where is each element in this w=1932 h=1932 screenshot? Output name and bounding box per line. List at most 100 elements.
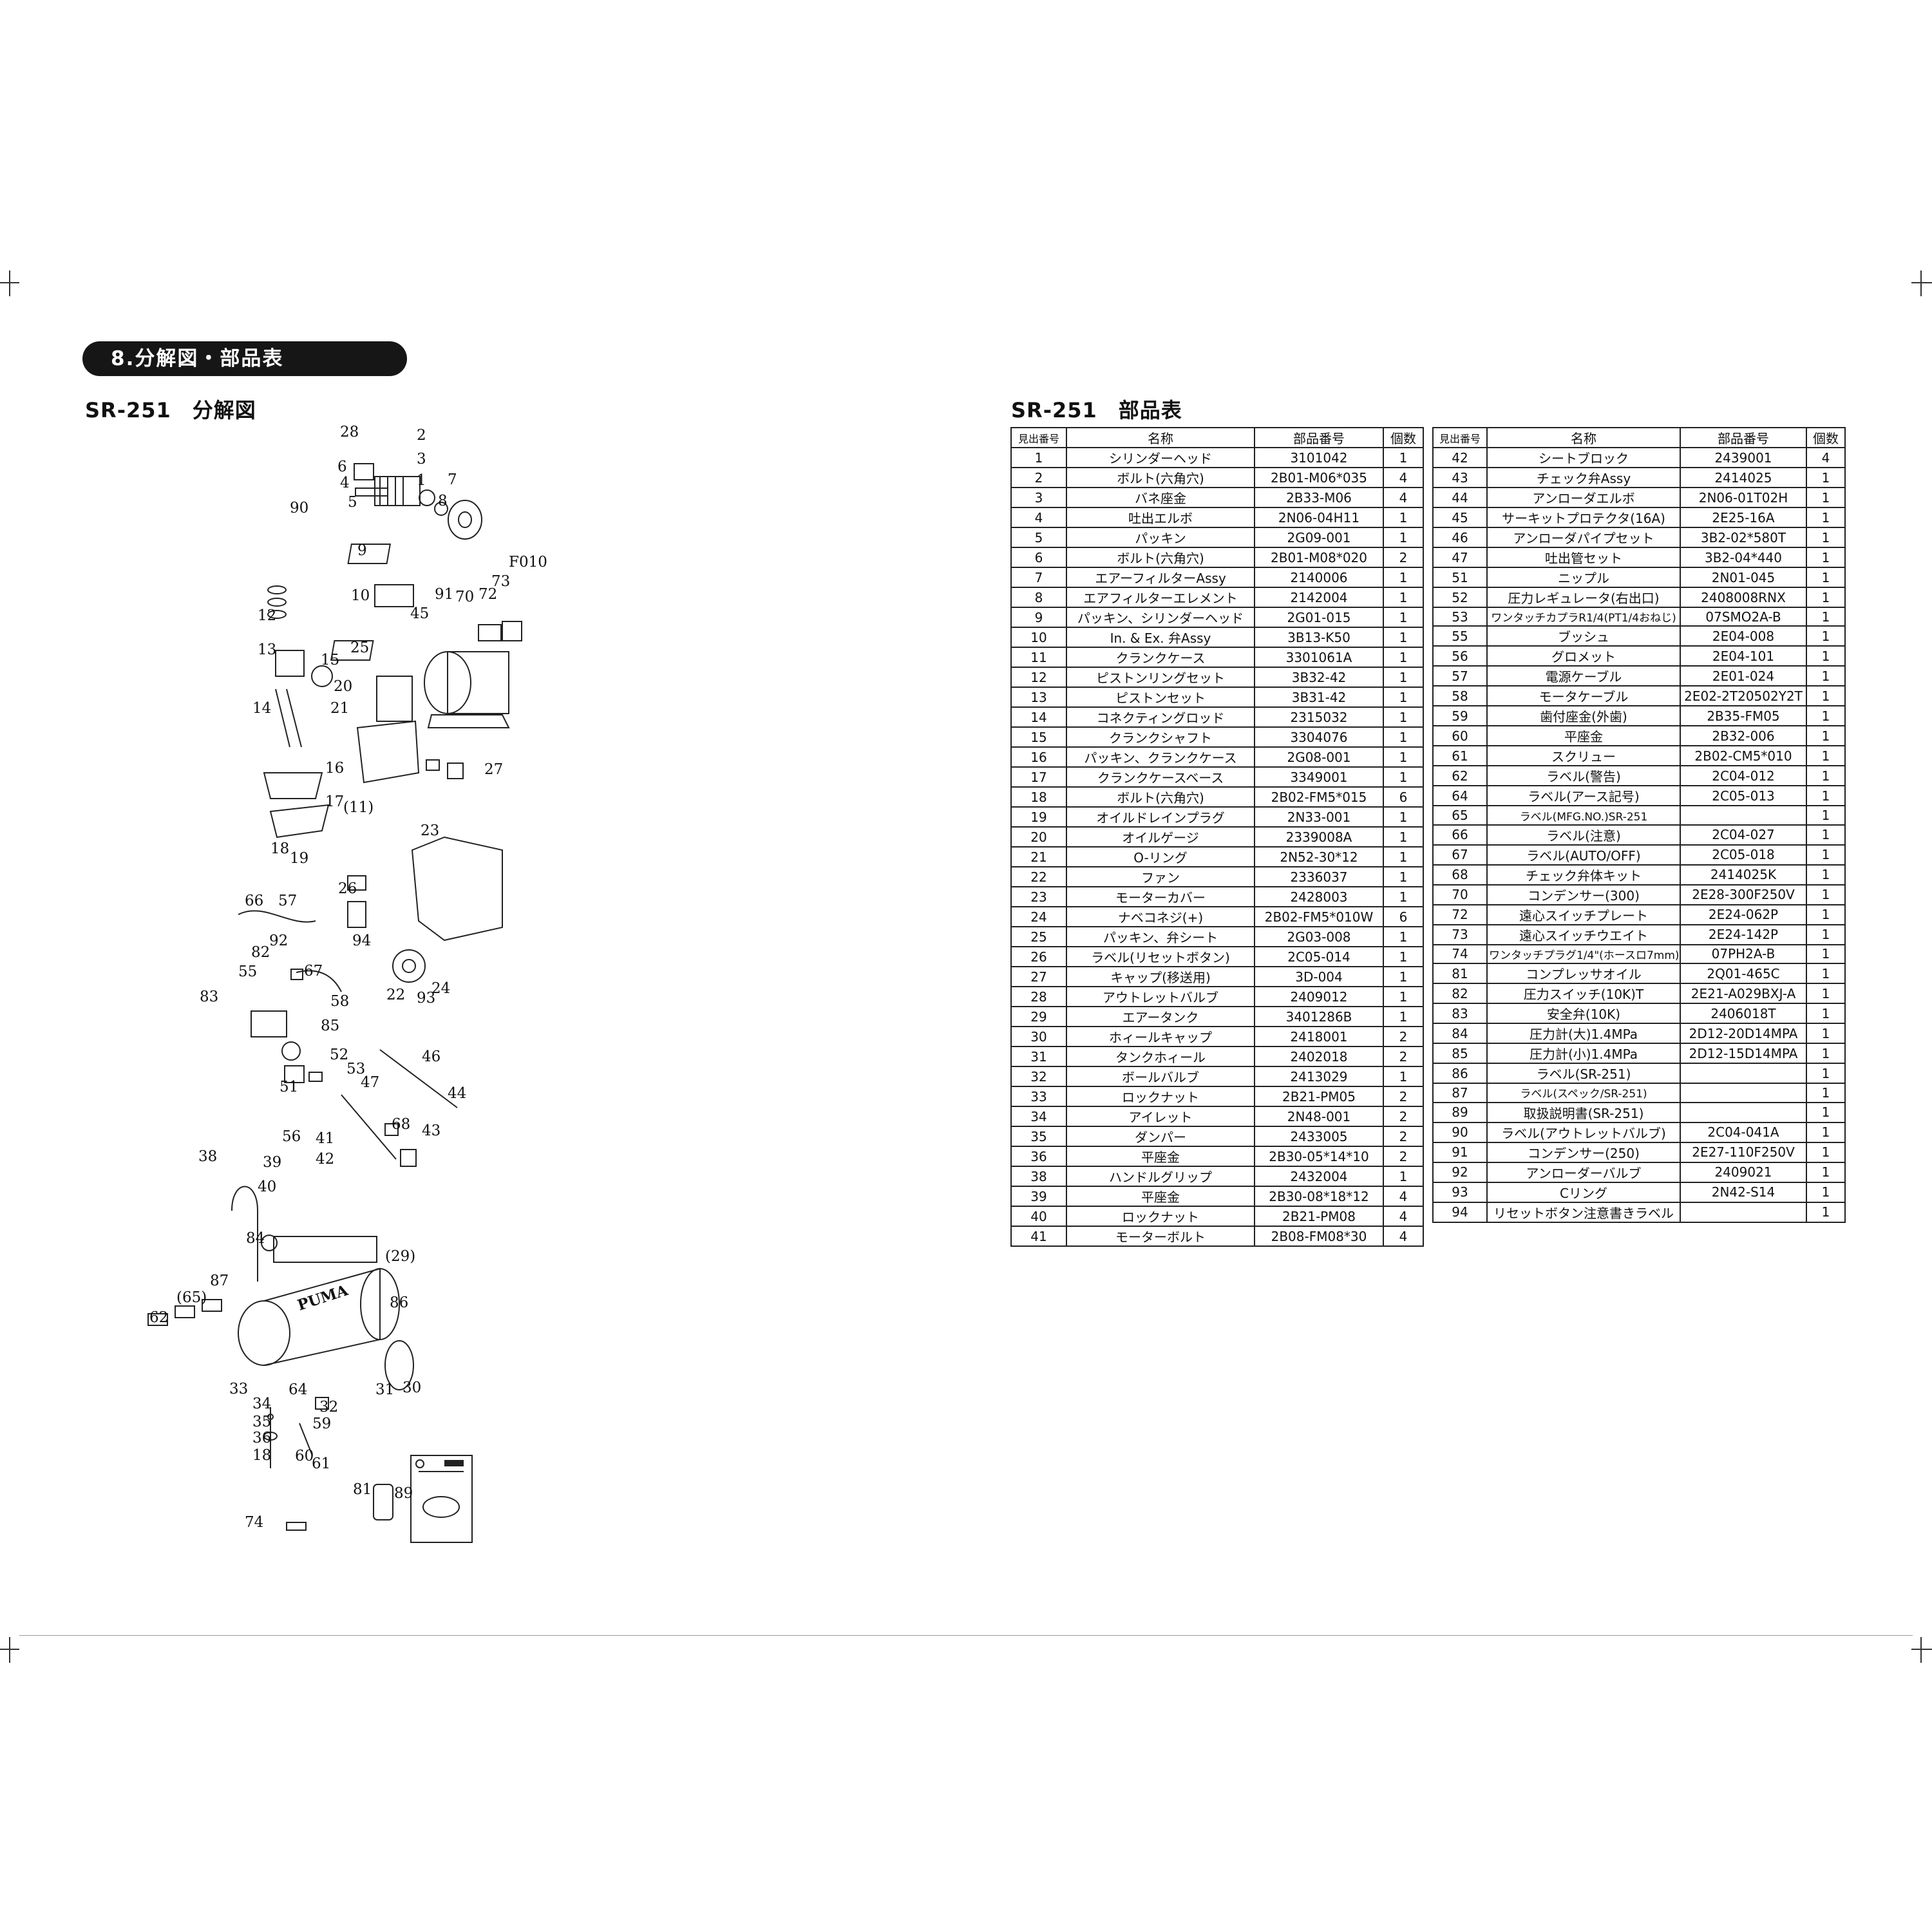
cell-qty: 1 <box>1806 963 1846 985</box>
cell-no: 72 <box>1432 904 1488 925</box>
cell-qty: 1 <box>1383 1006 1424 1027</box>
cell-no: 7 <box>1010 567 1067 588</box>
cell-name: 吐出管セット <box>1486 547 1681 568</box>
cell-name: ラベル(注意) <box>1486 824 1681 846</box>
cell-no: 26 <box>1010 946 1067 967</box>
cell-name: シリンダーヘッド <box>1066 447 1255 468</box>
cell-qty: 1 <box>1383 886 1424 907</box>
cell-no: 52 <box>1432 587 1488 608</box>
cell-part-number: 2432004 <box>1254 1166 1384 1187</box>
cell-name: パッキン、シリンダーヘッド <box>1066 607 1255 628</box>
cell-no: 44 <box>1432 487 1488 508</box>
cell-qty: 1 <box>1383 766 1424 788</box>
diagram-title: SR-251 分解図 <box>85 398 256 422</box>
cell-no: 64 <box>1432 785 1488 807</box>
col-header-part: 部品番号 <box>1680 427 1807 448</box>
cell-name: 遠心スイッチウエイト <box>1486 923 1681 945</box>
cell-qty: 1 <box>1806 745 1846 767</box>
callout-label: 18 <box>270 840 289 857</box>
cell-part-number: 2E28-300F250V <box>1680 884 1807 905</box>
cell-name: ワンタッチカプラR1/4(PT1/4おねじ) <box>1486 606 1681 627</box>
cell-part-number: 2336037 <box>1254 866 1384 887</box>
col-header-part: 部品番号 <box>1254 427 1384 448</box>
cell-qty: 1 <box>1806 844 1846 866</box>
cell-qty: 1 <box>1806 1043 1846 1065</box>
cell-name: コンプレッサオイル <box>1486 963 1681 985</box>
cell-no: 87 <box>1432 1083 1488 1103</box>
cell-no: 12 <box>1010 667 1067 688</box>
crop-mark <box>1911 282 1932 283</box>
cell-qty: 1 <box>1806 527 1846 548</box>
cell-part-number: 2E21-A029BXJ-A <box>1680 983 1807 1005</box>
cell-no: 4 <box>1010 507 1067 528</box>
cell-name: ピストンセット <box>1066 687 1255 708</box>
cell-qty: 1 <box>1806 785 1846 807</box>
cell-part-number: 2140006 <box>1254 567 1384 588</box>
cell-qty: 1 <box>1383 726 1424 748</box>
crankcase-base-drawing <box>269 804 330 838</box>
callout-label: 84 <box>246 1230 265 1247</box>
cell-qty: 1 <box>1806 1023 1846 1045</box>
cell-no: 46 <box>1432 527 1488 548</box>
cell-part-number: 2C05-013 <box>1680 785 1807 807</box>
valve-assy-drawing <box>374 584 414 607</box>
cell-name: ボールバルブ <box>1066 1066 1255 1087</box>
cell-name: 歯付座金(外歯) <box>1486 705 1681 727</box>
cell-qty: 1 <box>1806 625 1846 647</box>
cell-part-number: 2G01-015 <box>1254 607 1384 628</box>
cell-part-number: 3B31-42 <box>1254 687 1384 708</box>
cell-no: 19 <box>1010 806 1067 828</box>
cell-part-number: 2E25-16A <box>1680 507 1807 528</box>
cell-name: コネクティングロッド <box>1066 706 1255 728</box>
cell-no: 91 <box>1432 1141 1488 1163</box>
cell-qty: 1 <box>1383 447 1424 468</box>
motor-cover-drawing <box>347 836 503 983</box>
col-header-name: 名称 <box>1486 427 1681 448</box>
cell-qty: 1 <box>1806 547 1846 568</box>
cell-part-number: 2N48-001 <box>1254 1106 1384 1127</box>
cell-name: ラベル(アウトレットバルブ) <box>1486 1121 1681 1143</box>
cell-qty: 1 <box>1806 1181 1846 1203</box>
callout-label: 18 <box>252 1447 271 1464</box>
callout-label: 28 <box>340 424 359 440</box>
cell-part-number: 3349001 <box>1254 766 1384 788</box>
cell-part-number: 2B35-FM05 <box>1680 705 1807 727</box>
brand-label: PUMA <box>296 1282 351 1314</box>
cell-no: 84 <box>1432 1023 1488 1045</box>
cell-qty: 1 <box>1383 846 1424 867</box>
callout-label: (29) <box>385 1248 415 1265</box>
cell-no: 40 <box>1010 1206 1067 1227</box>
cell-no: 82 <box>1432 983 1488 1005</box>
air-filter-drawing <box>419 489 482 540</box>
callout-label: 92 <box>269 933 288 949</box>
drain-parts-drawing <box>263 1397 329 1468</box>
cell-qty: 1 <box>1383 527 1424 548</box>
callout-label: 83 <box>200 989 218 1005</box>
cell-part-number: 3B13-K50 <box>1254 627 1384 648</box>
cell-name: タンクホィール <box>1066 1046 1255 1067</box>
cell-name: オイルドレインプラグ <box>1066 806 1255 828</box>
callout-label: 16 <box>325 760 344 777</box>
cell-no: 65 <box>1432 805 1488 826</box>
cell-part-number: 3B2-02*580T <box>1680 527 1807 548</box>
cell-part-number: 2439001 <box>1680 447 1807 468</box>
cell-part-number: 2315032 <box>1254 706 1384 728</box>
cell-no: 51 <box>1432 567 1488 588</box>
coupler-drawing <box>286 1522 307 1531</box>
callout-label: 10 <box>351 587 370 604</box>
callout-label: 55 <box>238 963 257 980</box>
col-header-qty: 個数 <box>1383 427 1424 448</box>
callout-label: 14 <box>252 700 271 717</box>
callout-label: 31 <box>375 1381 394 1398</box>
cell-part-number: 07SMO2A-B <box>1680 606 1807 627</box>
